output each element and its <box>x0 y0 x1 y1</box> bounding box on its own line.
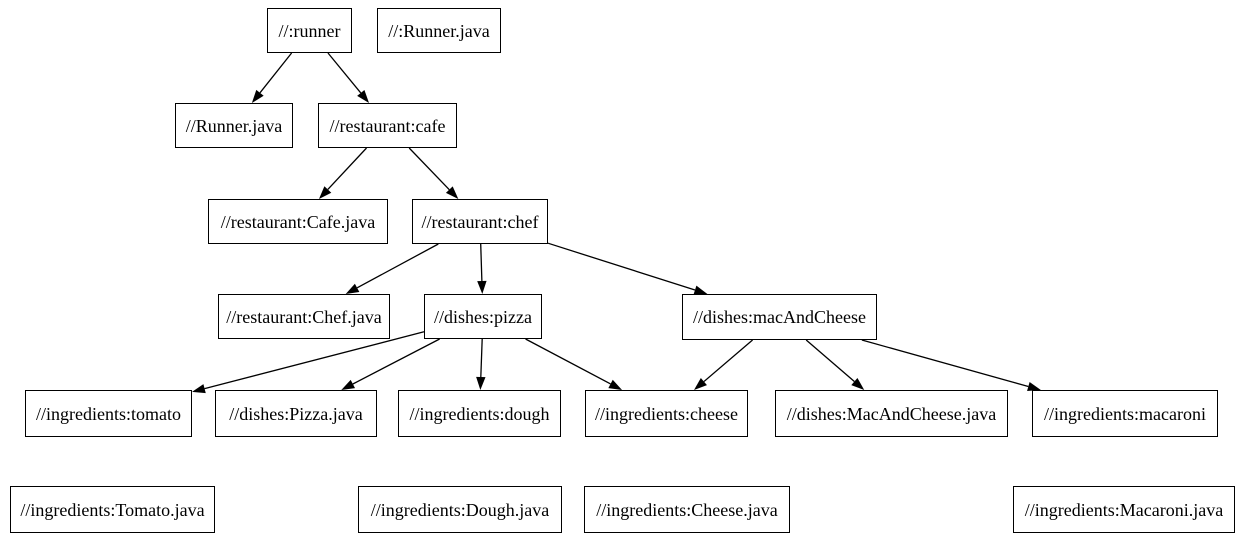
graph-node-runner-java: //Runner.java <box>175 103 293 148</box>
graph-edge-runner-to-runner-java <box>251 52 293 103</box>
graph-node-cheese-java: //ingredients:Cheese.java <box>584 486 790 533</box>
graph-edge-pizza-to-pizza-java <box>341 338 440 390</box>
graph-edge-chef-to-mac-and-cheese <box>547 242 708 295</box>
graph-edge-mac-and-cheese-to-mac-and-cheese-java <box>805 339 865 390</box>
arrowhead-icon <box>357 89 370 103</box>
graph-edge-runner-to-cafe <box>327 52 370 103</box>
graph-edge-cafe-to-cafe-java <box>318 147 367 199</box>
graph-node-dough: //ingredients:dough <box>398 390 561 437</box>
graph-node-dough-java: //ingredients:Dough.java <box>358 486 562 533</box>
graph-node-macaroni-java: //ingredients:Macaroni.java <box>1013 486 1235 533</box>
arrowhead-icon <box>445 186 459 199</box>
graph-node-tomato-java: //ingredients:Tomato.java <box>10 486 215 533</box>
graph-edge-pizza-to-dough <box>476 338 486 390</box>
graph-node-pizza: //dishes:pizza <box>424 294 542 339</box>
arrowhead-icon <box>192 384 206 394</box>
graph-node-chef-java: //restaurant:Chef.java <box>218 294 390 339</box>
graph-node-runner: //:runner <box>267 8 352 53</box>
arrowhead-icon <box>1027 381 1041 392</box>
graph-edge-pizza-to-cheese <box>525 338 623 390</box>
graph-node-cheese: //ingredients:cheese <box>585 390 748 437</box>
graph-edge-cafe-to-chef <box>408 147 459 199</box>
graph-edge-mac-and-cheese-to-macaroni <box>861 339 1041 392</box>
graph-node-chef: //restaurant:chef <box>412 199 548 244</box>
arrowhead-icon <box>476 376 486 390</box>
graph-node-mac-and-cheese: //dishes:macAndCheese <box>682 294 877 340</box>
graph-node-pizza-java: //dishes:Pizza.java <box>215 390 377 437</box>
graph-edge-chef-to-chef-java <box>345 243 439 294</box>
graph-node-cafe-java: //restaurant:Cafe.java <box>208 199 388 244</box>
arrowhead-icon <box>693 285 708 295</box>
graph-node-mac-and-cheese-java: //dishes:MacAndCheese.java <box>775 390 1008 437</box>
arrowhead-icon <box>345 283 360 294</box>
graph-edge-chef-to-pizza <box>477 243 487 294</box>
arrowhead-icon <box>477 280 487 294</box>
graph-edge-pizza-to-tomato <box>192 331 425 394</box>
arrowhead-icon <box>694 377 707 390</box>
arrowhead-icon <box>251 89 264 103</box>
graph-node-tomato: //ingredients:tomato <box>25 390 192 437</box>
arrowhead-icon <box>318 186 332 199</box>
arrowhead-icon <box>341 379 356 390</box>
arrowhead-icon <box>608 379 623 390</box>
graph-edge-mac-and-cheese-to-cheese <box>694 339 753 390</box>
graph-node-runner-java-root: //:Runner.java <box>377 8 501 53</box>
arrowhead-icon <box>851 377 865 390</box>
graph-node-macaroni: //ingredients:macaroni <box>1032 390 1218 437</box>
graph-node-cafe: //restaurant:cafe <box>318 103 457 148</box>
